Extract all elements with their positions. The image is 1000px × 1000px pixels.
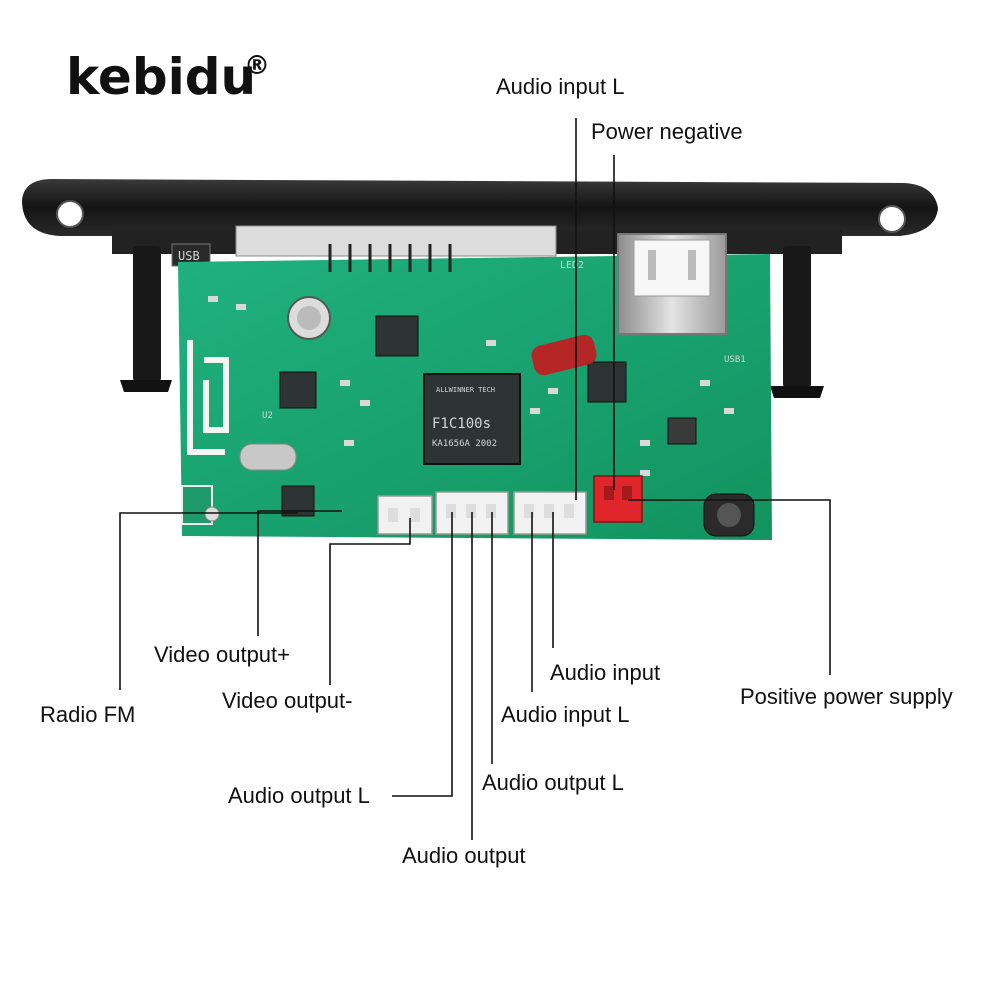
standoff-right — [783, 246, 811, 388]
label-power-negative: Power negative — [591, 119, 743, 144]
ic-u4 — [587, 361, 627, 403]
label-audio-output-l-left: Audio output L — [228, 783, 370, 808]
pcb-board: LED2 ALLWINNER TECH F1C100s KA1656A 2002… — [178, 233, 772, 540]
label-radio-fm: Radio FM — [40, 702, 135, 727]
display-slot — [235, 225, 557, 257]
callout-labels: Audio input L Power negative Video outpu… — [40, 74, 953, 868]
bluetooth-antenna — [187, 340, 229, 455]
chip-model: F1C100s — [432, 416, 491, 432]
leader-lines — [119, 118, 831, 840]
usb-socket: USB1 — [617, 233, 746, 365]
chip-batch: KA1656A 2002 — [432, 439, 497, 449]
mounting-hole-left — [56, 200, 84, 228]
label-audio-output: Audio output — [402, 843, 526, 868]
main-processor-chip: ALLWINNER TECH F1C100s KA1656A 2002 — [423, 373, 521, 465]
leader-video-output-minus — [329, 518, 411, 685]
led-silkscreen: LED2 — [560, 260, 584, 271]
connector-power — [593, 475, 643, 523]
standoff-left — [133, 246, 161, 382]
mounting-hole-right — [878, 205, 906, 233]
smd-components — [208, 296, 734, 476]
brand-registered-mark: ® — [244, 51, 270, 81]
usb-ref: USB1 — [724, 355, 746, 365]
standoff-left-foot — [120, 380, 172, 392]
connector-video — [377, 495, 433, 535]
power-inductor-core — [717, 503, 741, 527]
label-audio-input: Audio input — [550, 660, 660, 685]
brand-name: kebidu — [66, 48, 256, 106]
ic-u12 — [375, 315, 419, 357]
label-video-output-plus: Video output+ — [154, 642, 290, 667]
brand-logo: kebidu ® — [66, 48, 270, 106]
label-audio-input-l: Audio input L — [501, 702, 629, 727]
red-cable — [531, 334, 597, 376]
label-positive-power-supply: Positive power supply — [740, 684, 953, 709]
leader-video-output-plus — [257, 510, 342, 636]
capacitor-top — [297, 306, 321, 330]
leader-audio-output-l-left — [392, 512, 453, 797]
leader-radio-fm — [119, 512, 298, 690]
bluetooth-ic — [279, 371, 317, 409]
label-audio-output-l-right: Audio output L — [482, 770, 624, 795]
connector-audio-input — [513, 491, 587, 535]
usb-port-label: USB — [178, 249, 200, 263]
leader-positive-power-supply — [628, 499, 831, 675]
inductor-small — [667, 417, 697, 445]
screen-connector-pins — [328, 244, 452, 272]
chip-maker: ALLWINNER TECH — [436, 386, 495, 394]
label-video-output-minus: Video output- — [222, 688, 352, 713]
crystal-oscillator — [239, 443, 297, 471]
bezel-faceplate — [22, 179, 938, 236]
label-audio-input-l-top: Audio input L — [496, 74, 624, 99]
fm-antenna-solder — [204, 506, 220, 522]
standoff-right-foot — [770, 386, 824, 398]
bluetooth-ic-ref: U2 — [262, 411, 273, 421]
